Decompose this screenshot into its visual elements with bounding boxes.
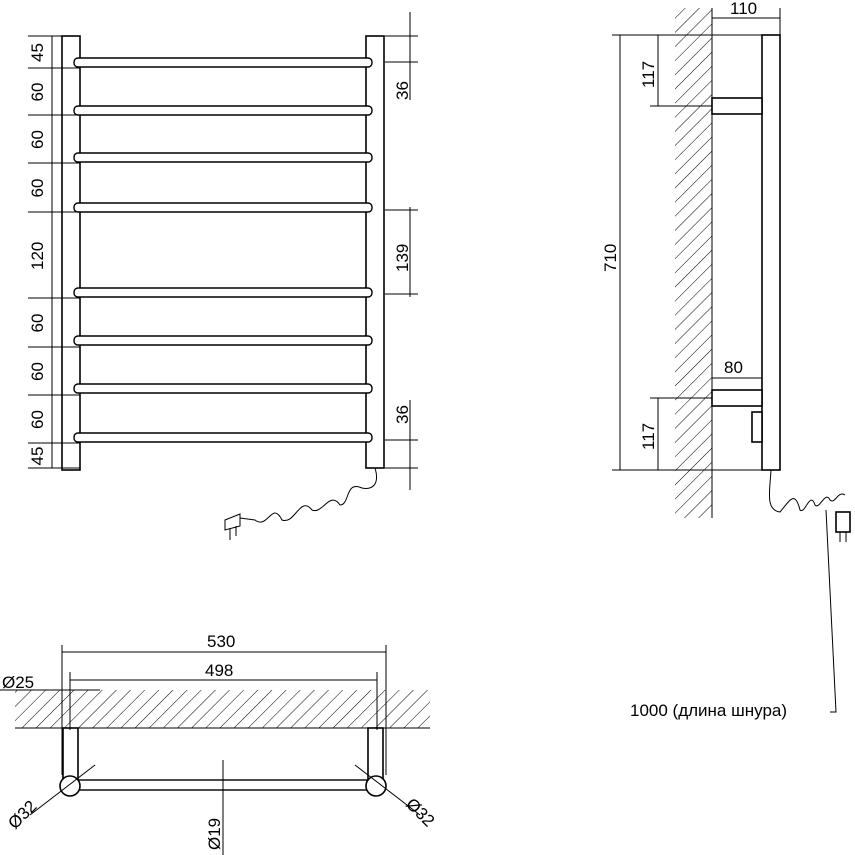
rung <box>73 57 373 68</box>
rung <box>73 202 373 213</box>
rung <box>73 287 373 298</box>
rung <box>73 105 373 116</box>
dim-rung: Ø19 <box>205 818 224 850</box>
rung <box>73 383 373 394</box>
left-post <box>61 35 81 471</box>
dim-left: 60 <box>28 314 47 333</box>
top-bracket <box>711 97 763 115</box>
dim-bracket-depth: 80 <box>724 358 743 377</box>
wall-hatch <box>675 8 712 518</box>
top-view: 530 498 Ø25 Ø32 Ø32 Ø19 <box>0 632 438 855</box>
plug-icon <box>224 513 241 540</box>
dim-height: 710 <box>601 244 620 272</box>
right-post <box>365 35 385 469</box>
left-dimensions: 45 60 60 60 120 60 60 60 45 <box>28 35 80 469</box>
rung <box>73 335 373 346</box>
bottom-bracket <box>711 389 763 407</box>
dim-depth: 110 <box>730 0 757 18</box>
dim-top-offset: 117 <box>639 61 658 88</box>
dim-center-distance: 498 <box>205 661 233 680</box>
cord-length-label: 1000 (длина шнура) <box>630 701 787 720</box>
right-dimensions: 36 139 36 <box>385 12 418 490</box>
dim-left: 45 <box>28 43 47 62</box>
rungs <box>73 57 373 443</box>
dim-left: 60 <box>28 83 47 102</box>
dim-bottom-offset: 117 <box>639 423 658 450</box>
dim-left: 45 <box>28 447 47 466</box>
dim-overall-width: 530 <box>207 632 235 651</box>
dim-post-left: Ø32 <box>4 797 40 833</box>
dim-left: 60 <box>28 410 47 429</box>
right-post-section <box>365 775 387 797</box>
side-plug-icon <box>835 511 851 533</box>
rung <box>73 432 373 443</box>
switch <box>751 411 763 443</box>
dim-right-bottom: 36 <box>393 405 412 424</box>
dim-left: 120 <box>28 242 47 270</box>
power-cord <box>239 467 377 523</box>
side-view: 110 710 117 117 80 1000 (длина шнура) <box>601 0 851 720</box>
side-post <box>761 34 781 471</box>
dim-right-middle: 139 <box>393 244 412 272</box>
dim-left: 60 <box>28 130 47 149</box>
front-view: 45 60 60 60 120 60 60 60 45 36 139 36 <box>28 12 418 540</box>
dim-left: 60 <box>28 362 47 381</box>
rung <box>73 152 373 163</box>
dim-left: 60 <box>28 179 47 198</box>
dim-post-right: Ø32 <box>402 794 438 830</box>
cord-leader <box>825 509 837 713</box>
dim-wall-pipe: Ø25 <box>2 673 34 692</box>
wall-hatch-top <box>15 690 430 728</box>
dim-right-top: 36 <box>393 81 412 100</box>
side-cord <box>768 469 846 513</box>
